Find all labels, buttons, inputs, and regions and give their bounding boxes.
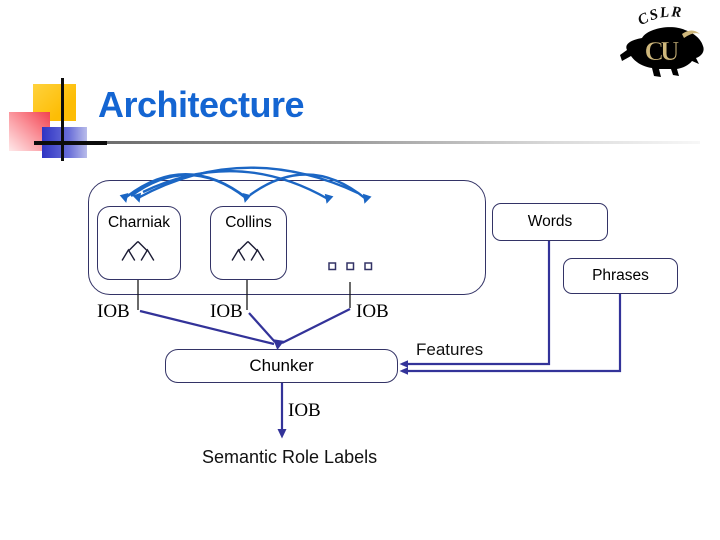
words-box: Words: [492, 203, 608, 241]
iob-to-chunker-arrows: [139, 308, 351, 346]
words-label: Words: [527, 213, 573, 230]
chunker-box: Chunker: [165, 349, 398, 383]
charniak-label: Charniak: [107, 214, 171, 231]
iob-label-other: IOB: [356, 301, 389, 322]
iob-label-output: IOB: [288, 400, 321, 421]
buffalo-horn: [682, 30, 700, 38]
buffalo-icon: CU: [620, 27, 704, 77]
cslr-text: CSLR: [635, 4, 683, 29]
features-label: Features: [416, 340, 484, 359]
cslr-cu-buffalo-logo: CSLR CU: [620, 4, 704, 77]
chunker-output-arrow: [277, 383, 287, 439]
feature-arrowheads: [399, 360, 408, 375]
phrases-box: Phrases: [563, 258, 678, 294]
charniak-parser-box: Charniak: [97, 206, 181, 280]
iob-label-charniak: IOB: [97, 301, 130, 322]
deco-vertical-line: [61, 78, 64, 161]
page-title: Architecture: [98, 84, 305, 125]
parse-tree-icon: [230, 240, 264, 261]
collins-parser-box: Collins: [210, 206, 287, 280]
phrases-label: Phrases: [592, 267, 649, 284]
cu-monogram: CU: [645, 36, 679, 66]
collins-label: Collins: [225, 214, 272, 231]
semantic-role-labels-text: Semantic Role Labels: [202, 447, 378, 467]
title-divider-rule: [107, 141, 700, 144]
chunker-label: Chunker: [249, 356, 314, 375]
deco-horizontal-line: [34, 141, 107, 145]
iob-label-collins: IOB: [210, 301, 243, 322]
parse-tree-icon: [121, 240, 155, 261]
